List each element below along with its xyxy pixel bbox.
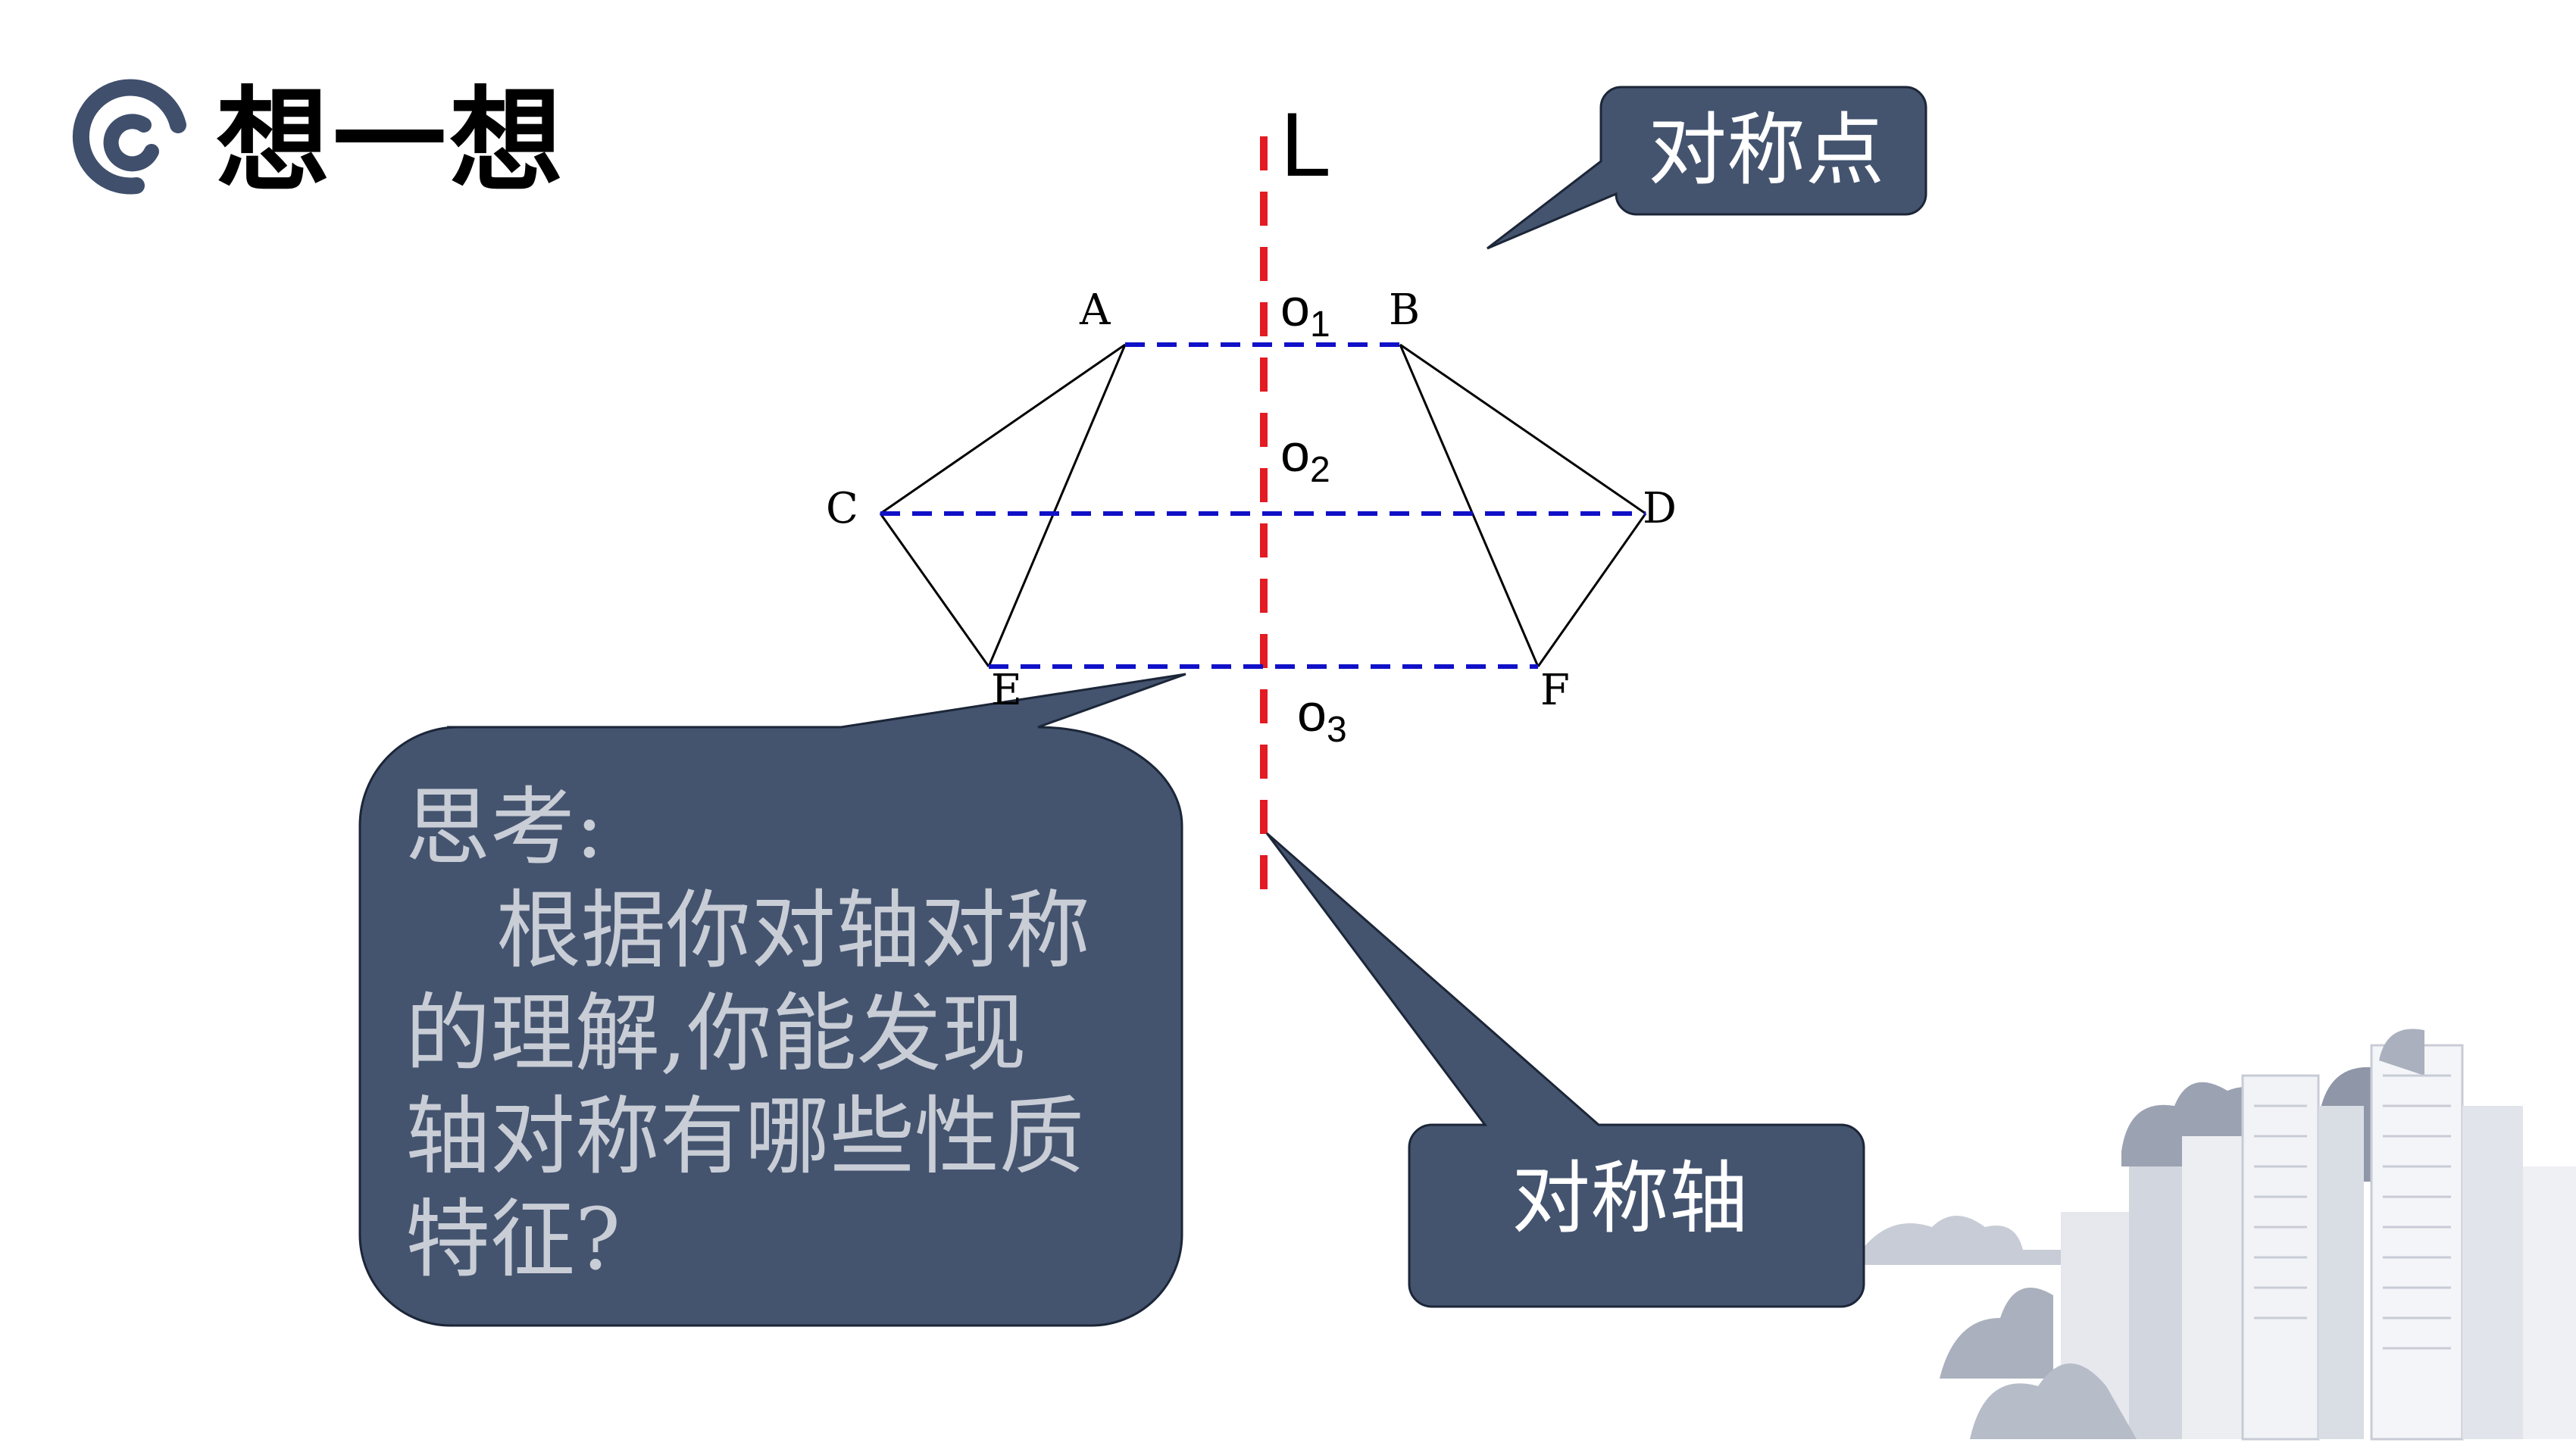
- shape-edges: [879, 343, 1647, 667]
- point-label-c: C: [826, 484, 858, 533]
- edge-a-c: [880, 343, 1126, 515]
- think-heading: 思考:: [405, 779, 604, 877]
- think-line-2: 的理解,你能发现: [405, 985, 1027, 1083]
- edge-a-e: [987, 344, 1127, 667]
- swirl-logo-icon: [72, 79, 186, 195]
- callout-think-text: 思考: 根据你对轴对称 的理解,你能发现 轴对称有哪些性质 特征?: [405, 776, 1163, 1291]
- axis-label: L: [1280, 94, 1331, 195]
- callout-symmetric-point-text: 对称点: [1648, 104, 1885, 196]
- edge-b-d: [1399, 343, 1646, 515]
- think-line-3: 轴对称有哪些性质: [405, 1088, 1084, 1186]
- city-skyline-decoration: [1856, 1029, 2576, 1441]
- callout-symmetric-point: [1487, 86, 1927, 250]
- edge-d-f: [1537, 513, 1647, 667]
- point-label-d: D: [1643, 484, 1677, 533]
- midpoint-label-o2: o2: [1280, 423, 1330, 490]
- point-label-b: B: [1389, 286, 1420, 335]
- midpoint-label-o3: o3: [1297, 683, 1347, 750]
- point-label-f: F: [1540, 666, 1570, 715]
- page-title: 想一想: [216, 76, 567, 208]
- think-line-1: 根据你对轴对称: [496, 882, 1090, 980]
- callout-symmetry-axis-text: 对称轴: [1512, 1152, 1749, 1244]
- think-line-4: 特征?: [405, 1191, 621, 1289]
- midpoint-label-o1: o1: [1280, 278, 1330, 345]
- edge-c-e: [879, 513, 990, 667]
- point-label-e: E: [991, 666, 1022, 715]
- edge-b-f: [1399, 344, 1540, 667]
- callout-think: [358, 673, 1186, 1327]
- point-label-a: A: [1079, 286, 1111, 335]
- correspondence-segments: [880, 342, 1646, 669]
- callout-symmetry-axis: [1265, 832, 1865, 1308]
